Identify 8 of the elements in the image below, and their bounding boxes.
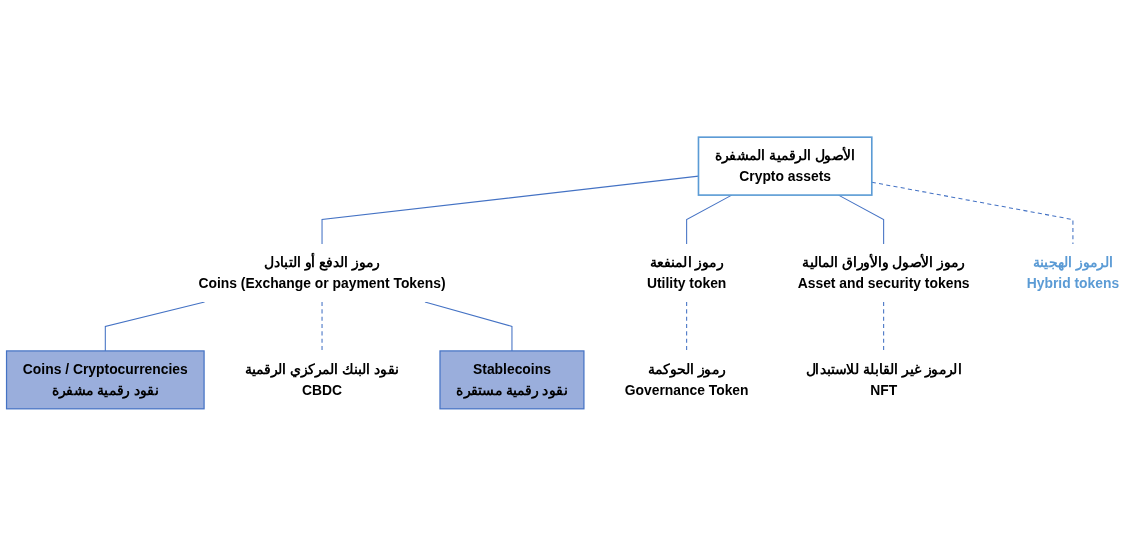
- connector: [686, 301, 688, 352]
- connector: [104, 301, 206, 352]
- connector: [838, 194, 885, 245]
- connector: [871, 181, 1074, 245]
- connector: [424, 301, 513, 352]
- connector: [321, 175, 699, 245]
- connector: [883, 301, 885, 352]
- connector: [321, 301, 323, 352]
